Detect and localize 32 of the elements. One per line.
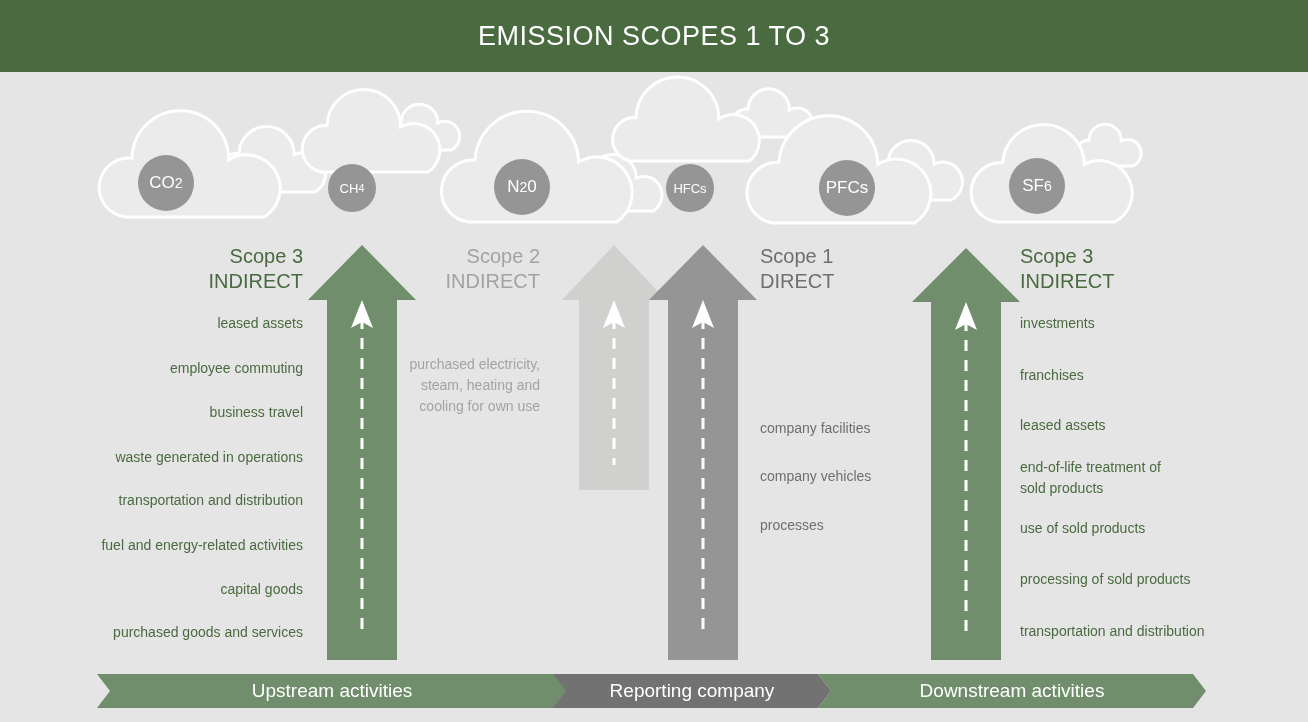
list-item: waste generated in operations: [114, 447, 303, 467]
list-item: franchises: [1020, 365, 1085, 385]
list-item: investments: [1020, 313, 1096, 333]
scope-heading: DIRECT: [760, 269, 836, 293]
list-item: end-of-life treatment of sold products: [1020, 458, 1162, 498]
list-item: leased assets: [1020, 415, 1107, 435]
list-item: company facilities: [760, 418, 872, 438]
list-item: company vehicles: [760, 466, 873, 486]
chevron-band: Reporting company: [553, 674, 831, 708]
list-item: leased assets: [216, 313, 303, 333]
list-item: purchased goods and services: [112, 622, 303, 642]
scope-heading: Scope 3: [1020, 244, 1095, 268]
chevron-band: Downstream activities: [818, 674, 1206, 708]
scope-heading: Scope 2: [465, 244, 540, 268]
list-item: purchased electricity, steam, heating and cooling for own use: [408, 354, 540, 416]
list-item: employee commuting: [168, 358, 303, 378]
list-item: processes: [760, 515, 825, 535]
list-item: processing of sold products: [1020, 569, 1192, 589]
scope-heading: INDIRECT: [444, 269, 540, 293]
title: EMISSION SCOPES 1 TO 3: [477, 20, 831, 52]
scope-heading: Scope 1: [760, 244, 835, 268]
scope-heading: INDIRECT: [1020, 269, 1116, 293]
list-item: use of sold products: [1020, 518, 1147, 538]
scope-heading: Scope 3: [228, 244, 303, 268]
list-item: capital goods: [219, 579, 303, 599]
list-item: business travel: [208, 402, 303, 422]
list-item: fuel and energy-related activities: [100, 535, 303, 555]
list-item: transportation and distribution: [117, 490, 303, 510]
gas-circle: HFCs: [666, 164, 714, 212]
list-item: transportation and distribution: [1020, 621, 1206, 641]
scope-heading: INDIRECT: [207, 269, 303, 293]
chevron-band: Upstream activities: [97, 674, 567, 708]
